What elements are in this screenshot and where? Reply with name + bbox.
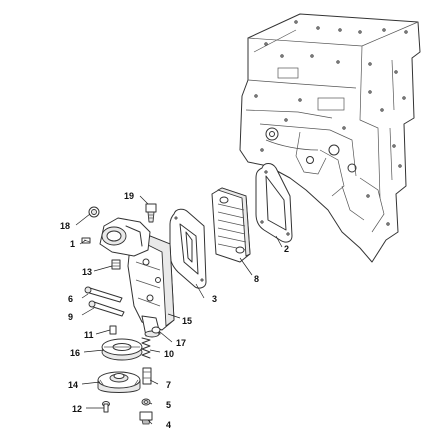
part-4-plug — [139, 411, 153, 425]
callout-7: 7 — [166, 380, 171, 390]
callout-15: 15 — [182, 316, 192, 326]
part-12-bolt — [102, 401, 110, 413]
callout-17: 17 — [176, 338, 186, 348]
part-5-oring — [141, 398, 151, 406]
part-19-sensor — [145, 203, 157, 223]
part-17-ring — [151, 326, 161, 334]
callout-13: 13 — [82, 267, 92, 277]
callout-3: 3 — [212, 294, 217, 304]
part-10-spring — [141, 337, 151, 359]
part-2-gasket — [255, 163, 293, 243]
callout-19: 19 — [124, 191, 134, 201]
callout-11: 11 — [84, 330, 94, 340]
callout-10: 10 — [164, 349, 174, 359]
part-11-pin — [109, 325, 117, 335]
part-7-valve — [142, 367, 152, 385]
callout-12: 12 — [72, 404, 82, 414]
part-15-housing — [99, 217, 175, 338]
callout-14: 14 — [68, 380, 78, 390]
part-3-gasket — [169, 208, 207, 289]
engine-block — [239, 13, 421, 263]
callout-8: 8 — [254, 274, 259, 284]
part-16-cap — [101, 338, 143, 361]
callout-1: 1 — [70, 239, 75, 249]
callout-16: 16 — [70, 348, 80, 358]
part-18-plug — [88, 206, 100, 218]
leader-lines — [75, 195, 283, 425]
part-13-fitting — [111, 259, 121, 270]
callout-9: 9 — [68, 312, 73, 322]
part-14-base — [97, 371, 141, 393]
callout-6: 6 — [68, 294, 73, 304]
callout-5: 5 — [166, 400, 171, 410]
callout-18: 18 — [60, 221, 70, 231]
callout-4: 4 — [166, 420, 171, 430]
part-6-bolt — [84, 286, 123, 303]
part-8-cooler-core — [211, 187, 251, 263]
callout-labels: 1 2 3 4 5 6 7 8 9 10 11 12 13 14 15 16 1… — [60, 191, 289, 430]
part-9-bolt — [88, 300, 125, 317]
callout-2: 2 — [284, 244, 289, 254]
